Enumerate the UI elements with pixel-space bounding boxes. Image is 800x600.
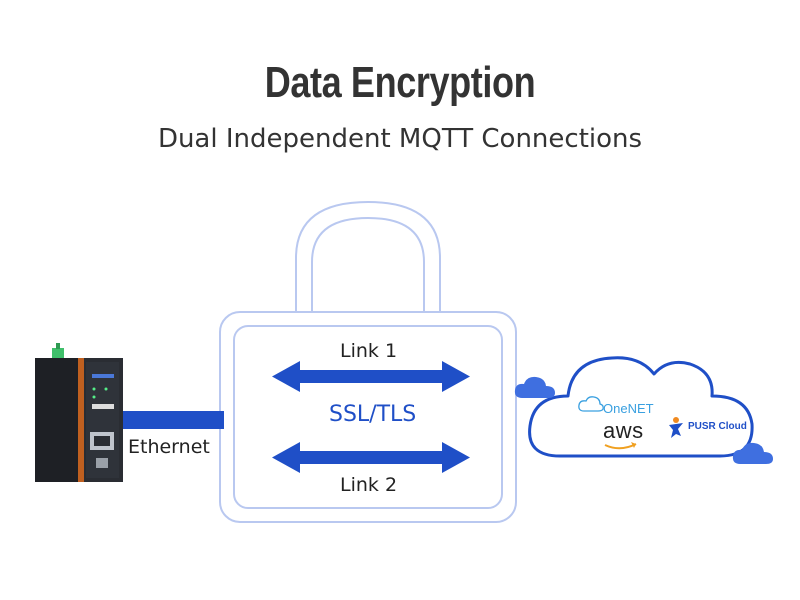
- device-icon: [35, 343, 123, 482]
- ssl-tls-label: SSL/TLS: [329, 402, 417, 427]
- pusr-cloud-label: PUSR Cloud: [688, 421, 747, 432]
- lock-body-inner: [233, 325, 503, 509]
- link2-label: Link 2: [340, 474, 398, 496]
- onenet-label: OneNET: [603, 401, 654, 416]
- aws-arrowhead-icon: [631, 442, 636, 448]
- lock-shackle-outer: [295, 200, 441, 312]
- lock-shackle-inner: [311, 216, 425, 312]
- small-cloud-left-icon: [514, 376, 555, 398]
- aws-label: aws: [603, 418, 644, 443]
- ethernet-label: Ethernet: [128, 436, 210, 458]
- link2-arrow: [272, 442, 470, 473]
- page-title: Data Encryption: [264, 58, 536, 107]
- pusr-logo-icon: [669, 417, 683, 438]
- link1-arrow: [272, 361, 470, 392]
- cloud-shape: [528, 356, 754, 458]
- link1-label: Link 1: [340, 340, 398, 362]
- ethernet-line: [108, 411, 224, 429]
- page-subtitle: Dual Independent MQTT Connections: [157, 124, 643, 154]
- small-cloud-right-icon: [732, 442, 773, 464]
- onenet-logo-icon: [578, 396, 604, 412]
